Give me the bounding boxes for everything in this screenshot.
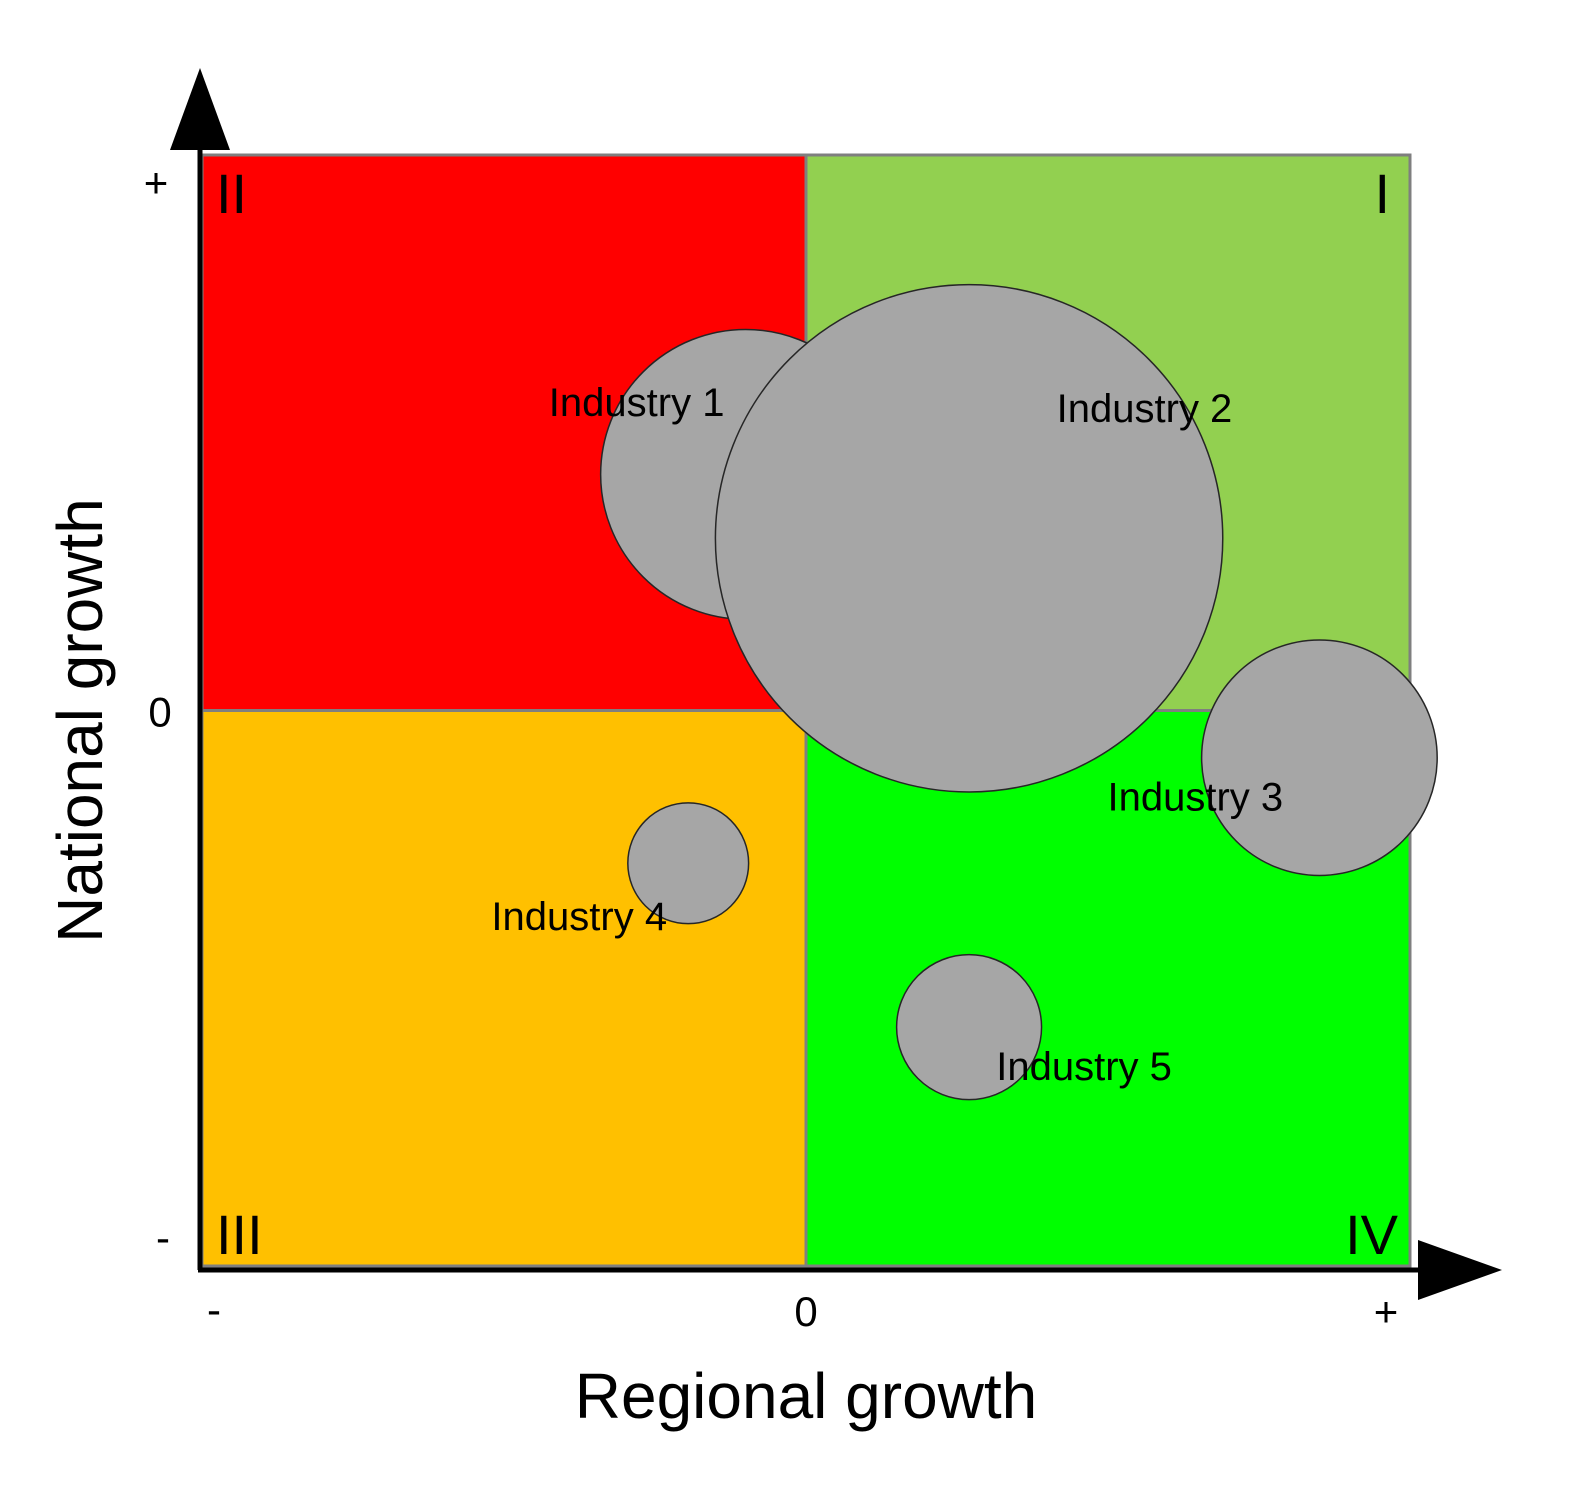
quadrant-label-q3: III bbox=[216, 1203, 263, 1266]
bubble-label: Industry 1 bbox=[549, 381, 725, 425]
x-tick-label: 0 bbox=[794, 1288, 817, 1335]
bubble-label: Industry 2 bbox=[1057, 387, 1233, 431]
quadrant-layer bbox=[200, 153, 1412, 1268]
y-axis-arrowhead bbox=[170, 68, 230, 150]
bubble-industry-3 bbox=[1200, 639, 1438, 877]
quadrant-label-q4: IV bbox=[1345, 1203, 1399, 1266]
y-axis-title: National growth bbox=[44, 498, 116, 943]
y-tick-label: + bbox=[144, 159, 169, 206]
x-axis-title: Regional growth bbox=[575, 1360, 1038, 1432]
bubble-layer bbox=[599, 283, 1438, 1101]
bubble-label: Industry 4 bbox=[491, 895, 667, 939]
bubble-label: Industry 5 bbox=[996, 1045, 1172, 1089]
bubble-industry-2 bbox=[714, 283, 1224, 793]
quadrant-q3 bbox=[200, 709, 808, 1268]
bubble-industry-4 bbox=[627, 802, 750, 925]
bubble-industry-5 bbox=[895, 953, 1043, 1101]
axis-layer bbox=[170, 68, 1502, 1300]
quadrant-label-q2: II bbox=[216, 162, 247, 225]
quadrant-label-q1: I bbox=[1374, 162, 1390, 225]
y-tick-label: - bbox=[156, 1214, 170, 1261]
x-axis-arrowhead bbox=[1418, 1240, 1502, 1300]
x-tick-label: + bbox=[1374, 1288, 1399, 1335]
x-tick-label: - bbox=[207, 1286, 221, 1333]
y-tick-label: 0 bbox=[148, 689, 171, 736]
bubble-label: Industry 3 bbox=[1108, 776, 1284, 820]
